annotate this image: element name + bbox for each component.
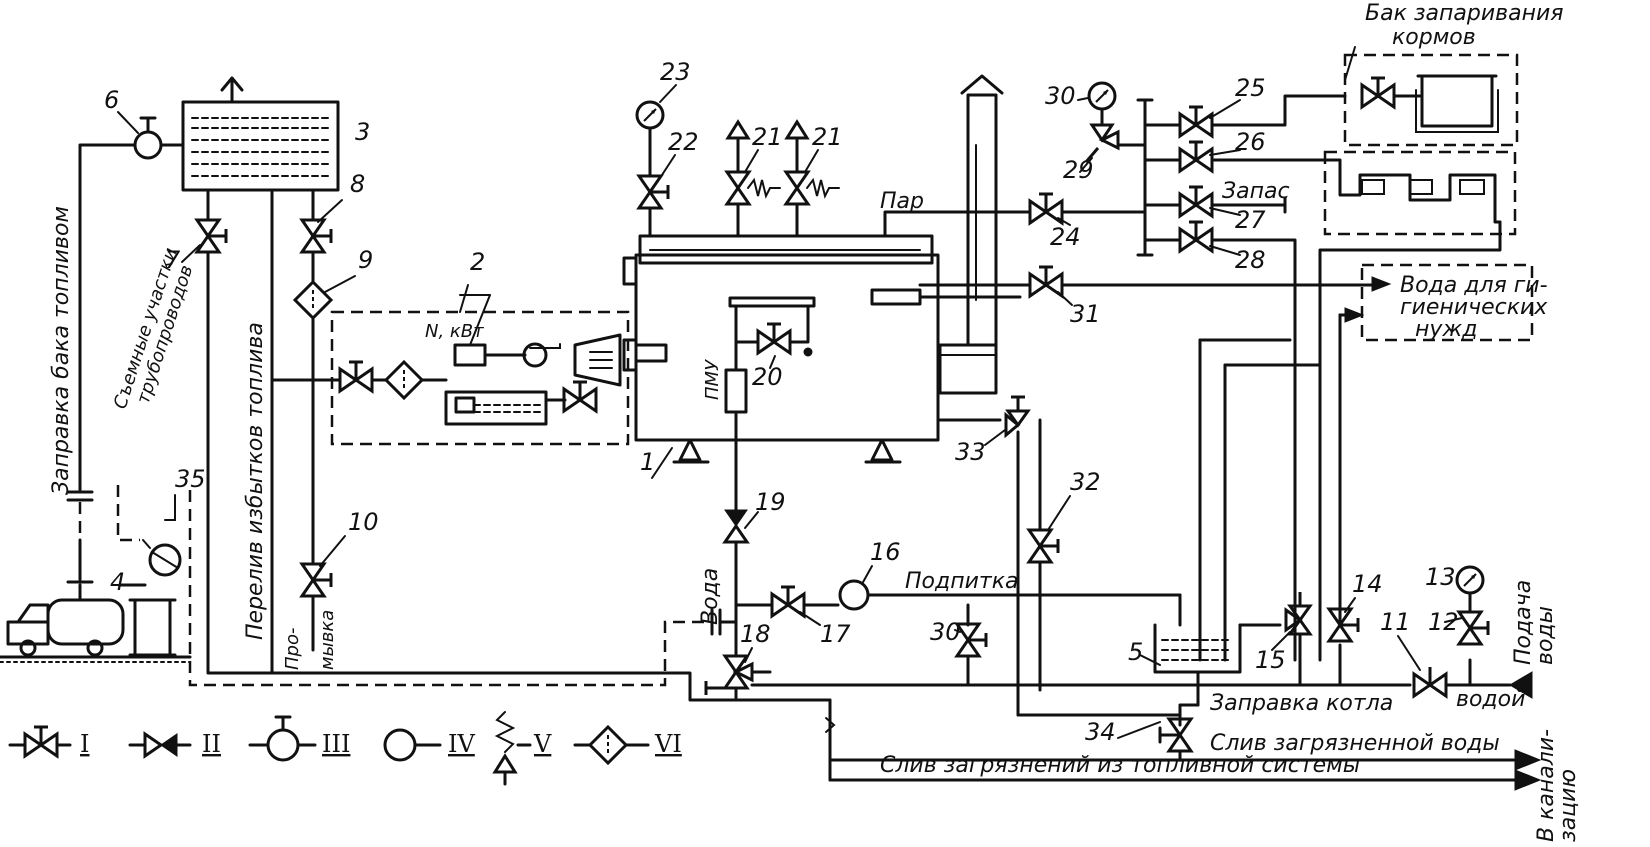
label-with-water: водой (1456, 687, 1525, 712)
label-water-supply-2: воды (1533, 606, 1558, 665)
label-10: 10 (348, 508, 379, 536)
label-30a: 30 (1045, 82, 1076, 110)
svg-text:I: I (80, 730, 89, 758)
label-4: 4 (110, 568, 125, 596)
water-inlet-assembly (658, 498, 1182, 702)
label-15: 15 (1255, 646, 1286, 674)
label-22: 22 (668, 128, 699, 156)
label-water: Вода (698, 568, 723, 625)
fuel-fill-line (66, 116, 185, 584)
label-sewer-1: В канали- (1534, 729, 1559, 842)
label-feed-tank-1: Бак запаривания (1365, 1, 1564, 26)
label-feed-tank-2: кормов (1392, 25, 1476, 50)
label-makeup: Подпитка (905, 569, 1018, 594)
label-26: 26 (1235, 128, 1266, 156)
chimney (938, 74, 1004, 395)
label-steam: Пар (880, 189, 924, 214)
label-32: 32 (1070, 468, 1101, 496)
label-1: 1 (640, 448, 655, 476)
svg-text:II: II (202, 730, 221, 758)
hot-water-line (918, 265, 1374, 662)
label-33: 33 (955, 438, 986, 466)
label-purge-1: Про- (282, 628, 303, 670)
label-23: 23 (660, 58, 691, 86)
part-numbers: 6 3 8 7 9 2 10 4 35 1 23 22 21 21 20 19 … (104, 58, 1463, 746)
label-27: 27 (1235, 206, 1266, 234)
label-34: 34 (1085, 718, 1116, 746)
boiler (622, 234, 1022, 502)
svg-text:VI: VI (654, 730, 682, 758)
label-31: 31 (1070, 300, 1101, 328)
legend-item-II: II (128, 730, 221, 759)
label-boiler-fill: Заправка котла (1210, 691, 1393, 716)
legend-item-IV: IV (383, 728, 475, 762)
label-28: 28 (1235, 246, 1266, 274)
label-30b: 30 (930, 618, 961, 646)
label-17: 17 (820, 620, 851, 648)
svg-text:V: V (533, 730, 552, 758)
label-purge-2: мывка (317, 610, 338, 670)
label-8: 8 (350, 170, 365, 198)
svg-text:III: III (322, 730, 350, 758)
label-power: N, кВт (425, 321, 484, 342)
label-3: 3 (355, 118, 370, 146)
label-sewer-2: зацию (1556, 769, 1581, 842)
label-hygiene-2: гиенических (1400, 295, 1548, 320)
removable-pipes (116, 485, 712, 687)
label-14: 14 (1352, 570, 1383, 598)
label-2: 2 (470, 248, 485, 276)
tank-outlets (195, 188, 662, 675)
legend-item-I: I (8, 725, 89, 758)
label-pmu: ПМУ (702, 359, 723, 400)
label-21a: 21 (752, 123, 783, 151)
fuel-tank (181, 76, 340, 192)
legend-item-VI: VI (573, 725, 682, 765)
label-35: 35 (175, 465, 206, 493)
label-21b: 21 (812, 123, 843, 151)
label-19: 19 (755, 488, 786, 516)
label-18: 18 (740, 620, 771, 648)
label-5: 5 (1128, 638, 1143, 666)
label-13: 13 (1425, 563, 1456, 591)
transfer-pump-stand (118, 539, 182, 657)
legend: I II III IV V (8, 711, 682, 786)
legend-item-V: V (492, 711, 552, 786)
label-12: 12 (1428, 608, 1459, 636)
fuel-truck (0, 583, 192, 663)
burner-unit (270, 294, 630, 446)
svg-text:IV: IV (448, 730, 475, 758)
label-9: 9 (358, 246, 373, 274)
feed-steaming-tank (1343, 53, 1519, 147)
label-fuel-drain: Слив загрязнений из топливной системы (880, 753, 1360, 778)
label-hygiene-3: нужд (1415, 317, 1477, 342)
label-16: 16 (870, 538, 901, 566)
label-hygiene-1: Вода для ги- (1400, 273, 1548, 298)
steam-distribution (988, 81, 1347, 662)
label-reserve: Запас (1222, 179, 1290, 204)
label-20: 20 (752, 363, 783, 391)
label-fuel-overflow: Перелив избытков топлива (243, 322, 268, 640)
label-24: 24 (1050, 223, 1081, 251)
legend-item-III: III (248, 715, 350, 762)
label-6: 6 (104, 86, 119, 114)
boiler-side-lines (938, 395, 1182, 717)
label-water-supply-1: Подача (1511, 580, 1536, 665)
label-11: 11 (1380, 608, 1411, 636)
boiler-top-fittings (635, 100, 992, 238)
feed-water-tank (1153, 592, 1313, 707)
label-25: 25 (1235, 74, 1266, 102)
label-fuel-tank-fill: Заправка бака топливом (49, 206, 74, 495)
label-7: 7 (165, 246, 181, 274)
drain-lines (825, 698, 1542, 791)
label-dirty-drain: Слив загрязненной воды (1210, 731, 1500, 756)
heating-radiators (1318, 150, 1517, 662)
drain-valve-lower (955, 603, 988, 687)
